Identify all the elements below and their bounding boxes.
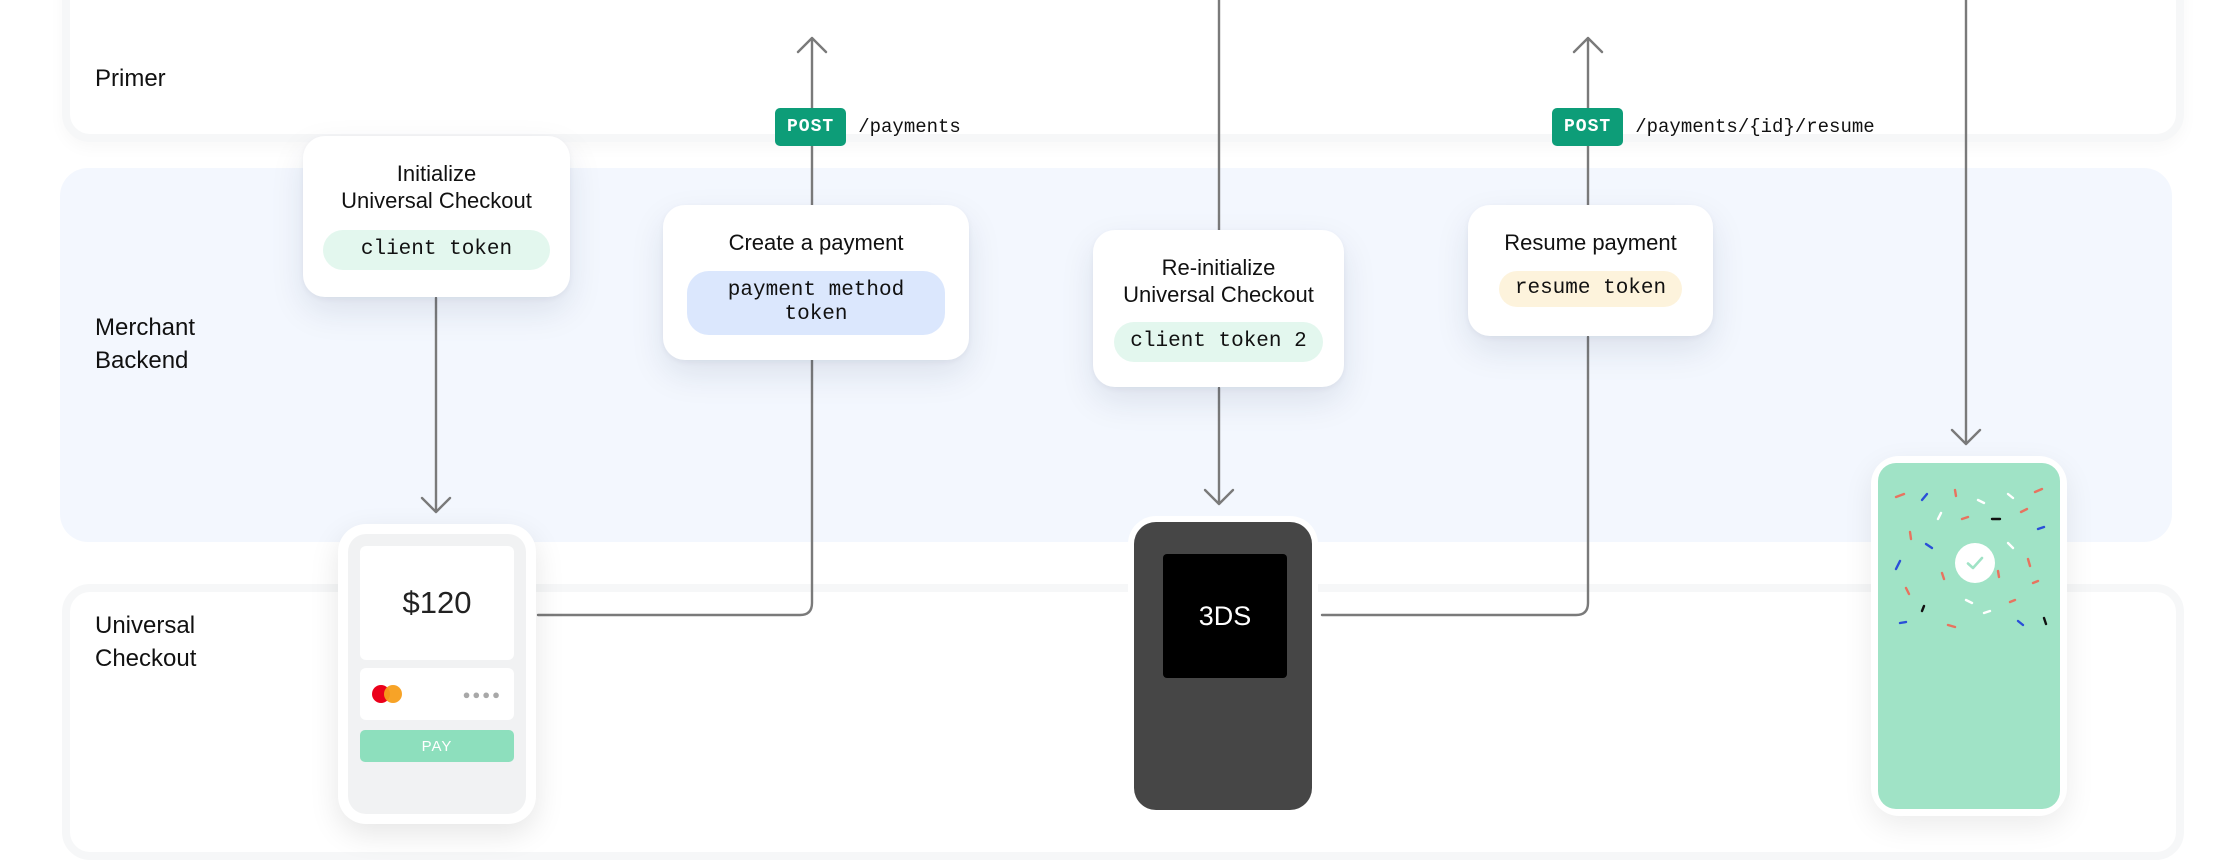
merchant-backend-lane-label: Merchant Backend — [95, 314, 196, 374]
resume-payment-card: Resume payment resume token — [1468, 205, 1713, 336]
success-phone — [1871, 456, 2067, 816]
universal-checkout-lane-label: Universal Checkout — [95, 612, 197, 672]
arrow-3ds-to-resume — [1320, 335, 1590, 617]
post-resume-call: POST /payments/{id}/resume — [1552, 108, 1875, 146]
flow-arrows — [420, 0, 1982, 617]
success-screen — [1878, 463, 2060, 809]
initialize-checkout-card: Initialize Universal Checkout client tok… — [303, 136, 570, 297]
post-method-badge: POST — [775, 108, 847, 146]
primer-lane-label: Primer — [95, 65, 166, 92]
checkout-phone: $120 ●●●● PAY — [338, 524, 536, 824]
amount-display: $120 — [360, 546, 514, 660]
resume-token-pill: resume token — [1498, 271, 1683, 307]
arrow-checkout-to-create-payment — [536, 358, 814, 617]
reinitialize-checkout-card: Re-initialize Universal Checkout client … — [1093, 230, 1344, 387]
post-method-badge: POST — [1552, 108, 1624, 146]
resume-payment-title: Resume payment — [1504, 230, 1677, 255]
client-token-pill: client token — [322, 230, 551, 270]
initialize-checkout-title: Initialize Universal Checkout — [341, 161, 532, 213]
masked-card-number: ●●●● — [462, 686, 502, 702]
success-check-icon — [1955, 543, 1995, 583]
reinitialize-checkout-title: Re-initialize Universal Checkout — [1123, 255, 1314, 307]
checkout-screen: $120 ●●●● PAY — [348, 534, 526, 814]
arrow-init-to-checkout — [420, 296, 452, 514]
create-payment-card: Create a payment payment method token — [663, 205, 969, 360]
threeds-challenge-box: 3DS — [1163, 554, 1287, 678]
arrow-primer-to-success — [1950, 0, 1982, 446]
arrow-reinit-to-3ds — [1203, 386, 1235, 506]
pay-button[interactable]: PAY — [360, 730, 514, 762]
threeds-screen: 3DS — [1134, 522, 1312, 810]
payment-method-token-pill: payment method token — [687, 271, 945, 335]
payments-endpoint: /payments — [858, 116, 961, 138]
primer-lane — [62, 0, 2184, 142]
mastercard-icon — [372, 685, 404, 703]
confetti-decoration — [1894, 487, 2048, 629]
resume-endpoint: /payments/{id}/resume — [1635, 116, 1875, 138]
threeds-phone: 3DS — [1128, 516, 1318, 816]
create-payment-title: Create a payment — [728, 230, 904, 255]
post-payments-call: POST /payments — [775, 108, 961, 146]
card-payment-method[interactable]: ●●●● — [360, 668, 514, 720]
client-token-2-pill: client token 2 — [1114, 322, 1323, 362]
